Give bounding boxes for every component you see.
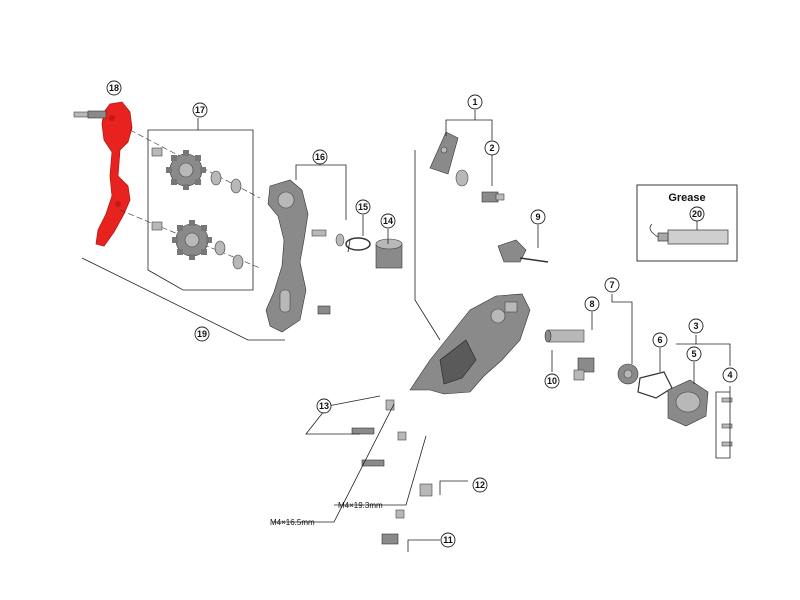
part-9-cable-clamp[interactable] [497,239,549,263]
part-17-pulley-box [147,129,254,291]
part-15-spring[interactable] [345,237,371,253]
grease-title: Grease [668,192,705,204]
svg-text:15: 15 [358,202,368,212]
callout-14: 14 [380,213,396,229]
part-2-bolt[interactable] [481,191,505,203]
callout-6: 6 [652,332,668,348]
callout-15: 15 [355,199,371,215]
dimension-label-long: M4×16.5mm [270,518,315,527]
part-6-o-ring[interactable] [637,371,673,399]
part-18-cage-plate-highlighted[interactable] [95,101,133,247]
svg-text:13: 13 [319,401,329,411]
svg-text:5: 5 [691,349,696,359]
grease-tube-icon [649,223,729,245]
part-11-bolt[interactable] [381,509,405,545]
callout-7: 7 [604,277,620,293]
part-7-clutch-unit[interactable] [617,363,639,385]
svg-text:8: 8 [589,299,594,309]
svg-text:9: 9 [535,212,540,222]
svg-text:12: 12 [475,480,485,490]
callout-18: 18 [106,80,122,96]
part-12-bolt[interactable] [419,483,433,497]
svg-text:M4×16.5mm: M4×16.5mm [270,518,315,527]
svg-text:18: 18 [109,83,119,93]
part-16-hardware [311,229,345,315]
svg-text:19: 19 [197,329,207,339]
callout-1: 1 [467,94,483,110]
svg-text:16: 16 [315,152,325,162]
svg-text:2: 2 [489,143,494,153]
callout-16: 16 [312,149,328,165]
lower-pulley[interactable] [151,220,244,270]
part-1-bracket[interactable] [429,131,469,187]
svg-text:3: 3 [693,321,698,331]
svg-text:11: 11 [443,535,453,545]
callout-10: 10 [544,373,560,389]
part-5-cover[interactable] [667,379,709,427]
callout-17: 17 [192,102,208,118]
callout-12: 12 [472,477,488,493]
callout-19: 19 [194,326,210,342]
svg-text:1: 1 [472,97,477,107]
svg-text:14: 14 [383,216,393,226]
callout-4: 4 [722,367,738,383]
svg-text:7: 7 [609,280,614,290]
callout-5: 5 [686,346,702,362]
part-14-bushing[interactable] [375,238,403,269]
callout-8: 8 [584,296,600,312]
callout-2: 2 [484,140,500,156]
leader-19 [81,257,285,341]
leader-lines [197,110,731,552]
part-18-bolt [73,110,107,119]
part-4-screws[interactable] [721,397,733,447]
svg-text:20: 20 [692,209,702,219]
grease-box: Grease 20 [636,184,738,262]
upper-pulley[interactable] [151,147,242,194]
part-8-clutch-lever[interactable] [573,357,595,381]
part-13-bolts[interactable] [351,399,407,467]
svg-text:M4×19.3mm: M4×19.3mm [338,501,383,510]
svg-text:17: 17 [195,105,205,115]
dimension-label-short: M4×19.3mm [338,501,383,510]
derailleur-main-body[interactable] [409,293,531,395]
callout-13: 13 [316,398,332,414]
svg-text:10: 10 [547,376,557,386]
callout-9: 9 [530,209,546,225]
callout-3: 3 [688,318,704,334]
callout-11: 11 [440,532,456,548]
inner-cage-plate[interactable] [265,179,309,333]
svg-text:4: 4 [727,370,732,380]
part-10-axle[interactable] [544,329,585,343]
svg-text:6: 6 [657,335,662,345]
